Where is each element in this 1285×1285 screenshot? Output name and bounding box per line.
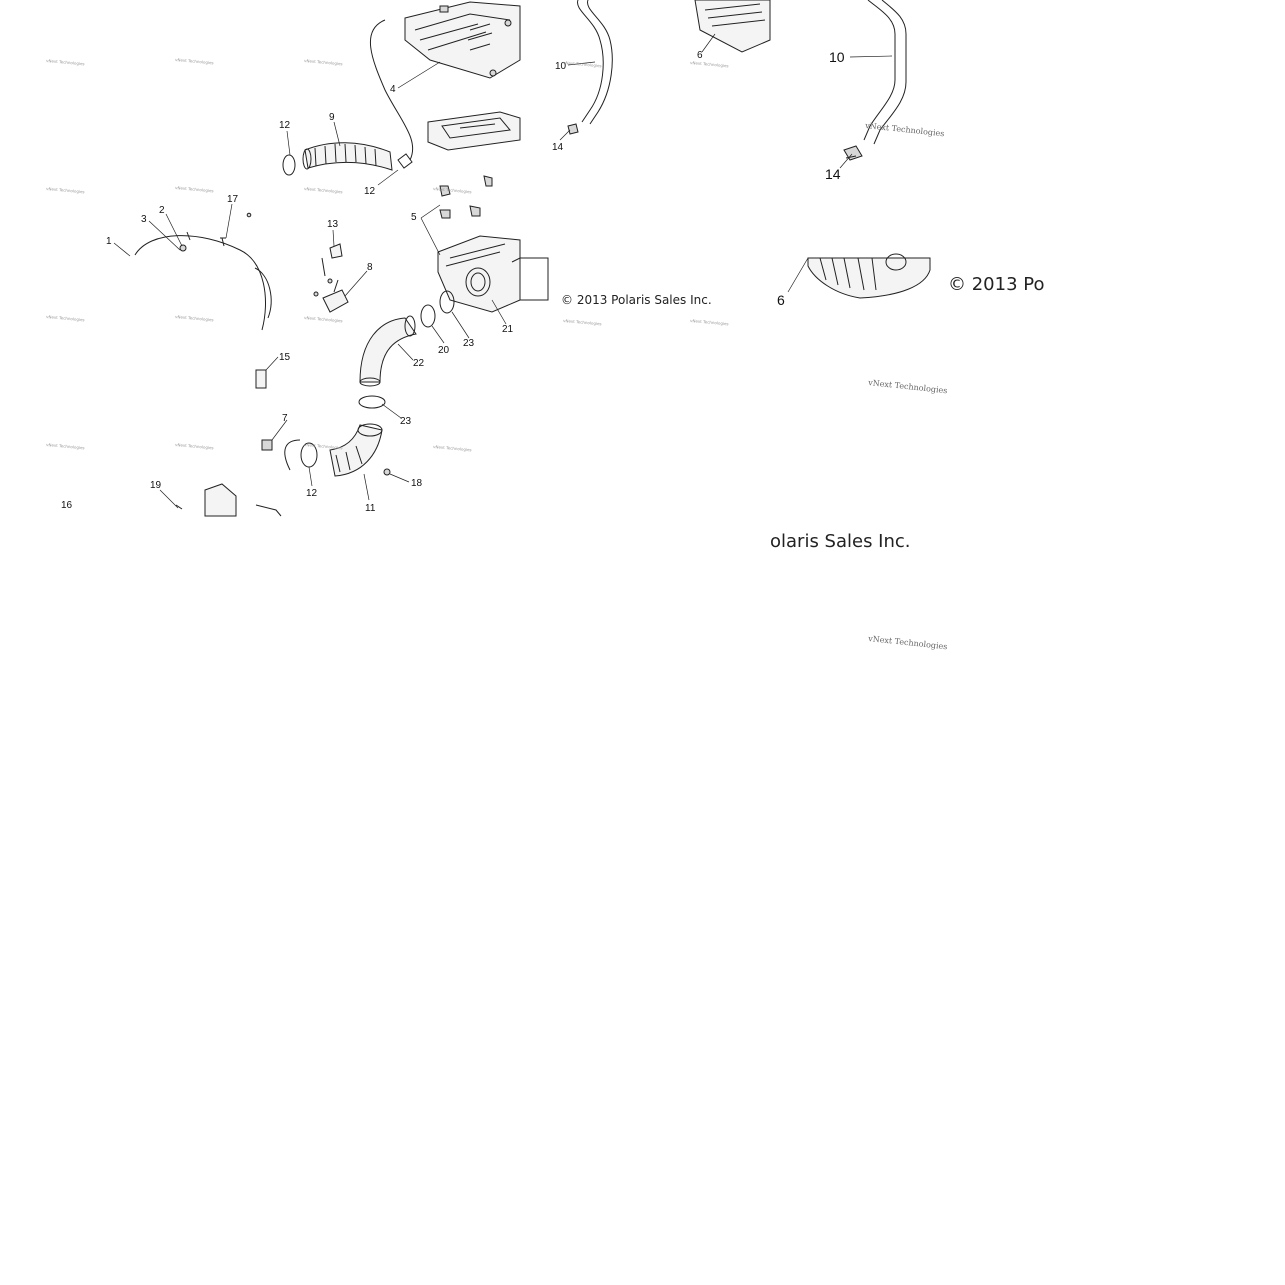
clip-7 bbox=[261, 439, 273, 451]
elbow-tube-22 bbox=[359, 315, 417, 387]
callout-23-b: 23 bbox=[400, 416, 412, 427]
part-6-left-fragment bbox=[694, 0, 771, 53]
svg-text:vNext Technologies: vNext Technologies bbox=[175, 442, 214, 450]
svg-text:vNext Technologies: vNext Technologies bbox=[867, 378, 948, 395]
callout-7: 7 bbox=[282, 413, 288, 424]
svg-text:vNext Technologies: vNext Technologies bbox=[304, 58, 343, 66]
svg-text:vNext Technologies: vNext Technologies bbox=[304, 315, 343, 323]
elbow-tube-11 bbox=[329, 423, 383, 477]
part-15-fragment bbox=[255, 369, 267, 389]
clamp-20 bbox=[420, 304, 436, 328]
callout-12-c: 12 bbox=[306, 488, 318, 499]
callout-11: 11 bbox=[365, 503, 376, 514]
bracket-8 bbox=[322, 279, 349, 313]
callout-2: 2 bbox=[159, 205, 165, 216]
fastener-18 bbox=[383, 468, 391, 476]
svg-text:vNext Technologies: vNext Technologies bbox=[175, 185, 214, 193]
svg-text:vNext Technologies: vNext Technologies bbox=[175, 314, 214, 322]
drain-hose-line bbox=[369, 19, 414, 161]
svg-text:vNext Technologies: vNext Technologies bbox=[46, 314, 85, 322]
clamp-23-b bbox=[358, 395, 386, 409]
callout-14-right: 14 bbox=[825, 166, 841, 182]
left-callouts: 1 2 3 4 5 7 8 9 10 11 12 12 12 13 14 15 … bbox=[61, 50, 703, 514]
svg-text:vNext Technologies: vNext Technologies bbox=[867, 634, 948, 651]
svg-text:vNext Technologies: vNext Technologies bbox=[864, 121, 945, 138]
callout-22: 22 bbox=[413, 358, 425, 369]
fastener-2 bbox=[179, 244, 187, 252]
callout-6-left: 6 bbox=[697, 50, 703, 61]
svg-text:vNext Technologies: vNext Technologies bbox=[690, 318, 729, 326]
svg-text:vNext Technologies: vNext Technologies bbox=[690, 60, 729, 68]
callout-6-right: 6 bbox=[777, 292, 785, 308]
svg-text:vNext Technologies: vNext Technologies bbox=[433, 186, 472, 194]
callout-23-a: 23 bbox=[463, 338, 475, 349]
callout-13: 13 bbox=[327, 219, 339, 230]
svg-text:vNext Technologies: vNext Technologies bbox=[433, 444, 472, 452]
svg-text:vNext Technologies: vNext Technologies bbox=[46, 186, 85, 194]
intake-tube-9 bbox=[302, 142, 393, 171]
vent-hose-10-right bbox=[863, 0, 896, 141]
vent-hose-10-left bbox=[577, 0, 604, 123]
vent-hose-left bbox=[134, 235, 267, 331]
callout-14: 14 bbox=[552, 142, 564, 153]
callout-1: 1 bbox=[106, 236, 112, 247]
part-16-fragment bbox=[204, 483, 237, 517]
callout-3: 3 bbox=[141, 214, 147, 225]
fitting-14-right bbox=[843, 145, 863, 161]
clamp-23-a bbox=[439, 290, 455, 314]
air-filter-part bbox=[427, 111, 521, 151]
left-copyright: © 2013 Polaris Sales Inc. bbox=[561, 293, 712, 307]
left-diagram-panel: 1 2 3 4 5 7 8 9 10 11 12 12 12 13 14 15 … bbox=[46, 0, 771, 517]
svg-text:vNext Technologies: vNext Technologies bbox=[304, 186, 343, 194]
left-watermarks: vNext Technologies vNext Technologies vN… bbox=[46, 57, 729, 452]
fastener-19 bbox=[175, 504, 183, 510]
bracket-13 bbox=[329, 243, 343, 259]
callout-10: 10 bbox=[555, 61, 567, 72]
svg-text:vNext Technologies: vNext Technologies bbox=[46, 58, 85, 66]
callout-4: 4 bbox=[390, 84, 396, 95]
part-6-right-fragment bbox=[807, 253, 931, 299]
right-watermarks: vNext Technologies vNext Technologies vN… bbox=[864, 121, 948, 651]
fastener-17 bbox=[220, 237, 226, 247]
callout-19: 19 bbox=[150, 480, 162, 491]
callout-21: 21 bbox=[502, 324, 514, 335]
airbox-base-part bbox=[437, 235, 521, 313]
right-copyright-fragment-top: © 2013 Po bbox=[948, 274, 1044, 295]
clip-5-a bbox=[439, 185, 451, 197]
callout-16: 16 bbox=[61, 500, 73, 511]
callout-10-right: 10 bbox=[829, 49, 845, 65]
fitting-14-left bbox=[567, 123, 579, 135]
svg-text:vNext Technologies: vNext Technologies bbox=[46, 442, 85, 450]
callout-12-a: 12 bbox=[279, 120, 291, 131]
callout-17: 17 bbox=[227, 194, 239, 205]
svg-text:vNext Technologies: vNext Technologies bbox=[175, 57, 214, 65]
callout-5: 5 bbox=[411, 212, 417, 223]
right-diagram-panel: 10 14 6 © 2013 Po olaris Sales Inc. vNex… bbox=[770, 0, 1044, 651]
callout-15: 15 bbox=[279, 352, 291, 363]
callout-9: 9 bbox=[329, 112, 335, 123]
clamp-12-a bbox=[282, 154, 296, 176]
svg-text:vNext Technologies: vNext Technologies bbox=[563, 318, 602, 326]
callout-20: 20 bbox=[438, 345, 450, 356]
callout-18: 18 bbox=[411, 478, 423, 489]
svg-text:vNext Technologies: vNext Technologies bbox=[563, 60, 602, 68]
callout-8: 8 bbox=[367, 262, 373, 273]
clamp-12-b bbox=[397, 153, 413, 169]
callout-12-b: 12 bbox=[364, 186, 376, 197]
left-leader-lines bbox=[113, 33, 716, 509]
airbox-lid-part bbox=[404, 1, 521, 79]
right-copyright-fragment-bottom: olaris Sales Inc. bbox=[770, 531, 911, 552]
svg-text:vNext Technologies: vNext Technologies bbox=[304, 442, 343, 450]
